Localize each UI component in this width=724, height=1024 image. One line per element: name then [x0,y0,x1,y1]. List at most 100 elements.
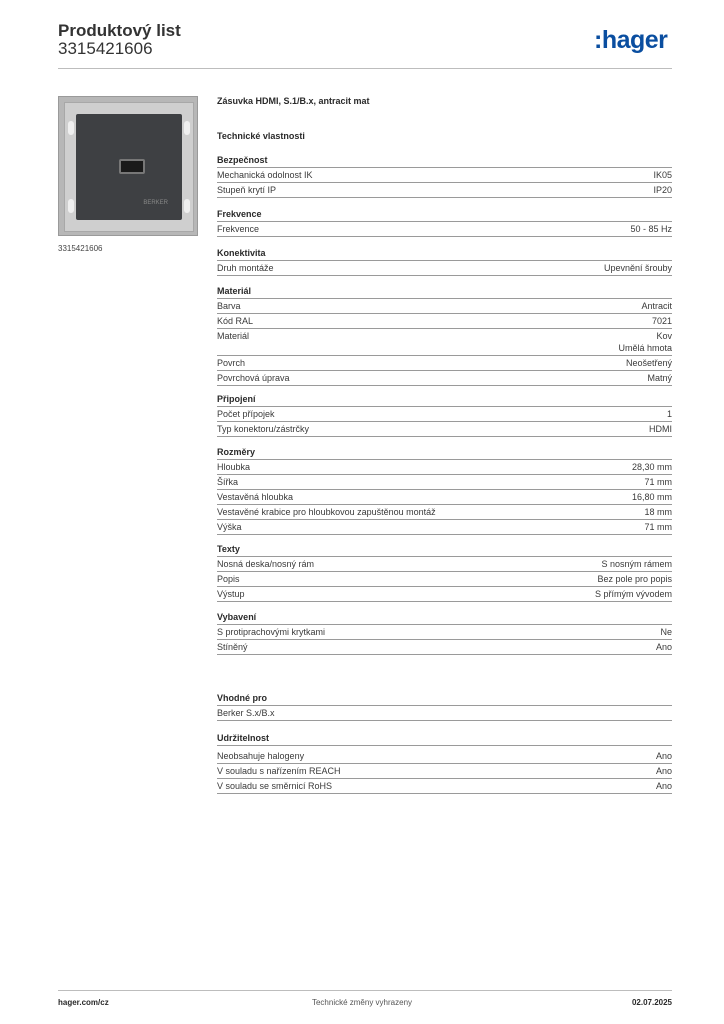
row-key: Povrchová úprava [217,373,290,383]
table-row: Druh montáže Upevnění šrouby [217,261,672,276]
row-key: Typ konektoru/zástrčky [217,424,310,434]
section-title: Vhodné pro [217,692,672,706]
row-key: Výstup [217,589,245,599]
section-title: Texty [217,543,672,557]
row-value: 16,80 mm [631,492,672,502]
frame-slot [184,199,190,213]
table-row: Výstup S přímým vývodem [217,587,672,602]
row-key: Povrch [217,358,246,368]
row-value: 28,30 mm [631,462,672,472]
row-value: Antracit [641,301,672,311]
section-title: Materiál [217,285,672,299]
row-value: 50 - 85 Hz [630,224,672,234]
row-key: V souladu s nařízením REACH [217,766,341,776]
row-key: Počet přípojek [217,409,275,419]
row-key: Barva [217,301,241,311]
row-key: Stíněný [217,642,248,652]
logo-prefix: : [594,26,602,54]
row-value: Upevnění šrouby [603,263,672,273]
section-material: Materiál Barva Antracit Kód RAL 7021 Mater… [217,285,672,386]
product-image: BERKER [58,96,198,236]
section-vhodne-pro: Vhodné pro Berker S.x/B.x [217,692,672,721]
footer-divider [58,990,672,991]
row-key: Mechanická odolnost IK [217,170,313,180]
table-row: Berker S.x/B.x [217,706,672,721]
table-row: Popis Bez pole pro popis [217,572,672,587]
section-title: Udržitelnost [217,732,672,746]
section-title: Připojení [217,393,672,407]
row-value: IP20 [653,185,672,195]
table-row: Hloubka 28,30 mm [217,460,672,475]
section-rozmery: Rozměry Hloubka 28,30 mm Šířka 71 mm Vesta… [217,446,672,535]
table-row: Vestavěná hloubka 16,80 mm [217,490,672,505]
section-title: Konektivita [217,247,672,261]
frame-slot [68,199,74,213]
row-key: Berker S.x/B.x [217,708,275,718]
table-row: Typ konektoru/zástrčky HDMI [217,422,672,437]
row-value: Neošetřený [625,358,672,368]
product-name: Zásuvka HDMI, S.1/B.x, antracit mat [217,96,370,106]
cover-plate: BERKER [76,114,182,220]
row-key: Výška [217,522,242,532]
row-value: Bez pole pro popis [597,574,672,584]
row-value: 71 mm [644,522,672,532]
row-key: V souladu se směrnicí RoHS [217,781,333,791]
row-key: Popis [217,574,240,584]
row-value: S přímým vývodem [594,589,672,599]
row-key: Neobsahuje halogeny [217,751,305,761]
frame-slot [184,121,190,135]
logo-text: hager [601,26,668,54]
row-value: 7021 [651,316,672,326]
row-value-line: Umělá hmota [618,343,672,353]
table-row: Kód RAL 7021 [217,314,672,329]
section-title: Bezpečnost [217,154,672,168]
brand-mark: BERKER [143,200,168,206]
row-value: 71 mm [644,477,672,487]
row-key: Druh montáže [217,263,274,273]
row-value: Ne [660,627,672,637]
footer-date: 02.07.2025 [631,998,672,1007]
table-row: Výška 71 mm [217,520,672,535]
row-key: S protiprachovými krytkami [217,627,326,637]
hager-logo[interactable]: :hager [594,26,668,54]
row-value: HDMI [649,424,672,434]
table-row: V souladu se směrnicí RoHS Ano [217,779,672,794]
row-key: Hloubka [217,462,251,472]
table-row: V souladu s nařízením REACH Ano [217,764,672,779]
row-value-line: Kov [656,331,672,341]
row-key: Stupeň krytí IP [217,185,277,195]
row-key: Vestavěná hloubka [217,492,294,502]
row-value: Ano [655,781,672,791]
section-title: Vybavení [217,611,672,625]
row-value: 18 mm [644,507,672,517]
section-title: Rozměry [217,446,672,460]
row-key: Materiál [217,331,250,341]
row-value: Matný [647,373,672,383]
tech-title: Technické vlastnosti [217,131,305,141]
row-key: Kód RAL [217,316,254,326]
table-row: S protiprachovými krytkami Ne [217,625,672,640]
table-row: Šířka 71 mm [217,475,672,490]
section-vybaveni: Vybavení S protiprachovými krytkami Ne St… [217,611,672,655]
footer-disclaimer: Technické změny vyhrazeny [311,998,413,1007]
row-key: Nosná deska/nosný rám [217,559,315,569]
table-row: Stupeň krytí IP IP20 [217,183,672,198]
row-value: Ano [655,642,672,652]
row-key: Šířka [217,477,239,487]
table-row: Povrchová úprava Matný [217,371,672,386]
footer-website-link[interactable]: hager.com/cz [58,998,109,1007]
section-title: Frekvence [217,208,672,222]
row-value: Ano [655,766,672,776]
frame-slot [68,121,74,135]
